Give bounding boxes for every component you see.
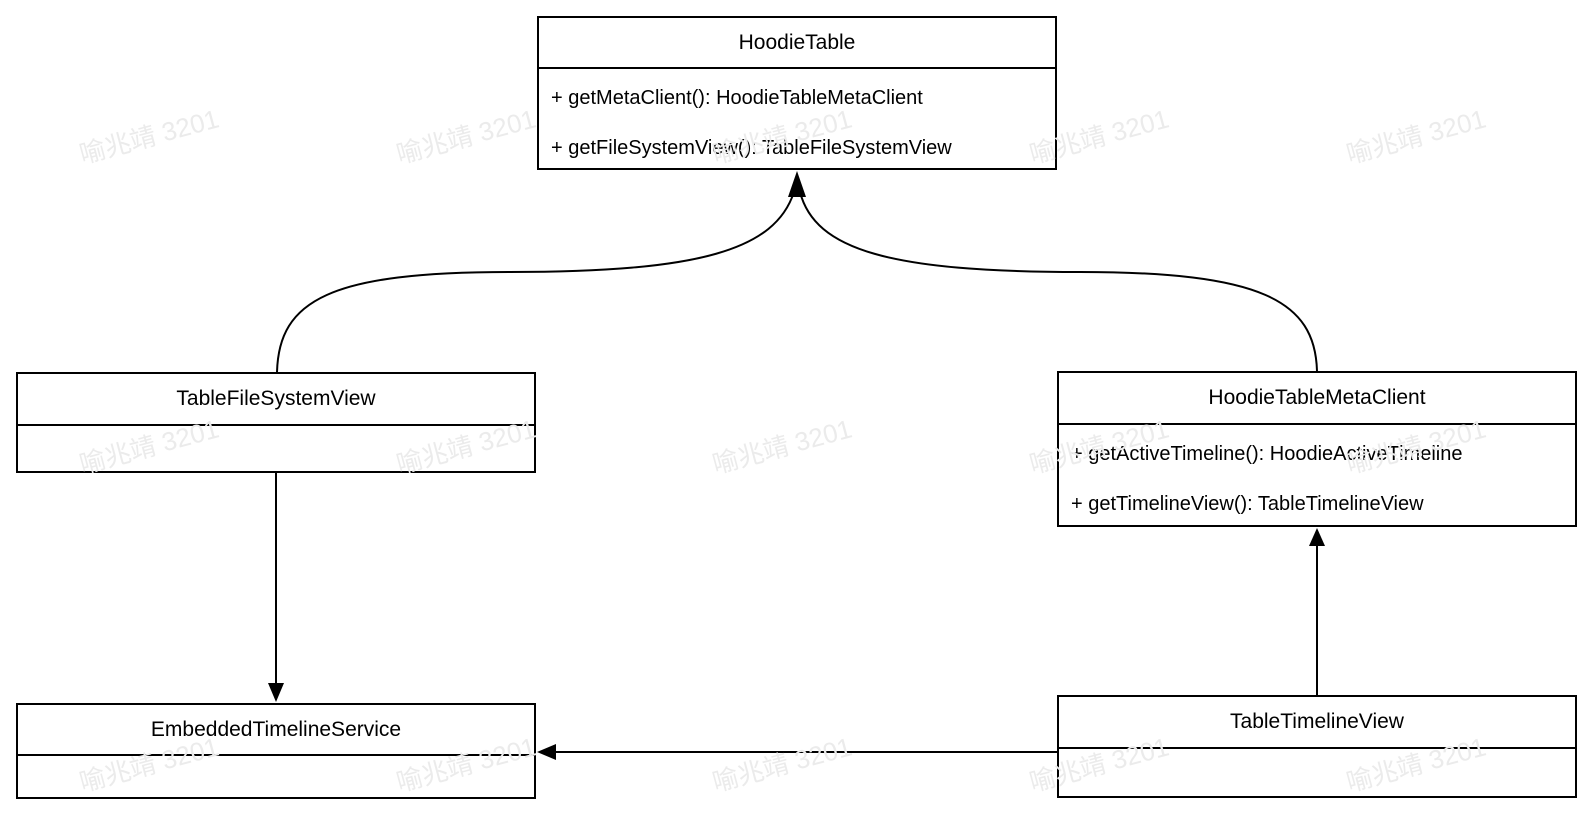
class-box-tablefilesystemview: TableFileSystemView	[16, 372, 536, 473]
edge-hoodietablemetaclient-to-hoodietable	[799, 191, 1318, 372]
class-box-tabletimelineview: TableTimelineView	[1057, 695, 1577, 798]
class-body-hoodietable: + getMetaClient(): HoodieTableMetaClient…	[539, 69, 1055, 173]
method-getactivetimeline: + getActiveTimeline(): HoodieActiveTimel…	[1071, 442, 1463, 465]
class-title-hoodietablemetaclient: HoodieTableMetaClient	[1059, 373, 1575, 425]
watermark: 喻兆靖 3201	[76, 103, 223, 170]
class-box-hoodietablemetaclient: HoodieTableMetaClient + getActiveTimelin…	[1057, 371, 1577, 527]
watermark: 喻兆靖 3201	[1343, 103, 1490, 170]
arrowhead-left-embeddedtimelineservice	[537, 744, 556, 760]
arrowhead-up-hoodietable	[788, 171, 806, 197]
class-body-embeddedtimelineservice	[18, 756, 534, 797]
method-getmetaclient: + getMetaClient(): HoodieTableMetaClient	[551, 86, 923, 109]
class-body-tabletimelineview	[1059, 749, 1575, 796]
watermark: 喻兆靖 3201	[393, 103, 540, 170]
class-title-embeddedtimelineservice: EmbeddedTimelineService	[18, 705, 534, 756]
arrowhead-down-embeddedtimelineservice	[268, 683, 284, 702]
method-gettimelineview: + getTimelineView(): TableTimelineView	[1071, 492, 1424, 515]
watermark: 喻兆靖 3201	[709, 413, 856, 480]
watermark: 喻兆靖 3201	[709, 731, 856, 798]
class-title-hoodietable: HoodieTable	[539, 18, 1055, 69]
edge-tablefilesystemview-to-hoodietable	[276, 191, 795, 373]
method-getfilesystemview: + getFileSystemView(): TableFileSystemVi…	[551, 136, 952, 159]
class-box-hoodietable: HoodieTable + getMetaClient(): HoodieTab…	[537, 16, 1057, 170]
class-body-hoodietablemetaclient: + getActiveTimeline(): HoodieActiveTimel…	[1059, 425, 1575, 529]
class-title-tablefilesystemview: TableFileSystemView	[18, 374, 534, 426]
class-box-embeddedtimelineservice: EmbeddedTimelineService	[16, 703, 536, 799]
arrowhead-up-hoodietablemetaclient	[1309, 528, 1325, 546]
class-body-tablefilesystemview	[18, 426, 534, 471]
class-title-tabletimelineview: TableTimelineView	[1059, 697, 1575, 749]
